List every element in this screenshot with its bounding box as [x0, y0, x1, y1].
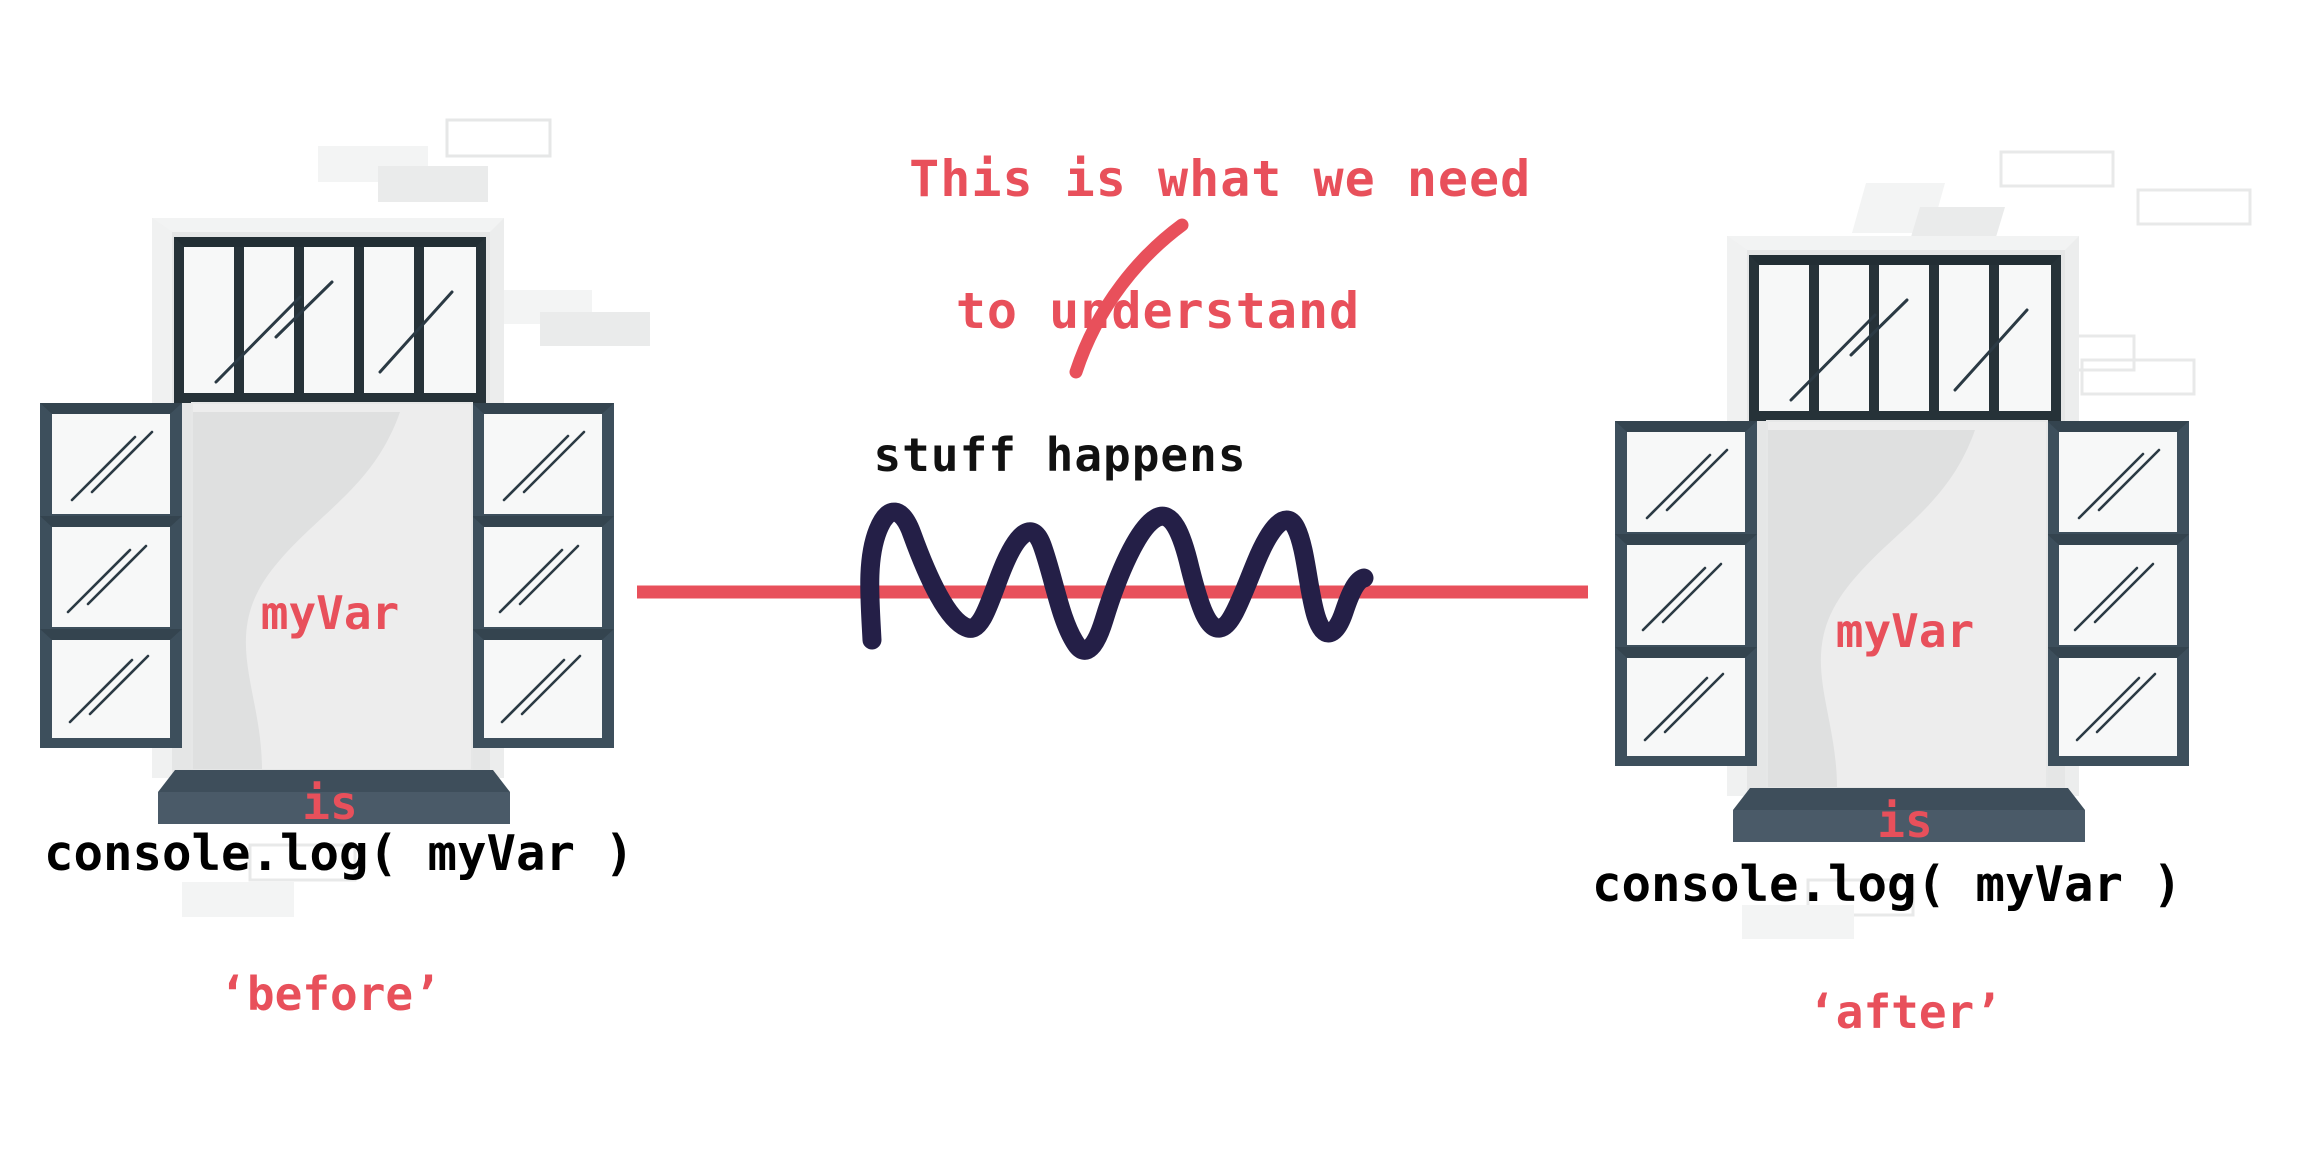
building-right-top-windows [1749, 255, 2061, 421]
building-right-wing-right [2047, 421, 2189, 766]
wing-pane [1615, 647, 1757, 756]
wing-pane [472, 403, 614, 514]
wing-pane [40, 629, 182, 738]
building-left-wing-left [40, 403, 182, 748]
building-right [1615, 236, 2189, 842]
background-bricks-right [1742, 150, 2252, 939]
sign-text-right-line-1: myVar [1835, 603, 1975, 658]
wing-pane [40, 403, 182, 514]
wing-pane [472, 629, 614, 738]
wing-pane [40, 516, 182, 627]
sign-text-left-line-2: is [302, 776, 358, 831]
scene-vector-layer [40, 118, 2252, 939]
pointer-arrow-icon [1069, 218, 1189, 379]
building-left-top-windows [174, 237, 486, 403]
illustration-canvas: This is what we need to understand stuff… [0, 80, 2316, 1039]
building-left-base [158, 770, 510, 824]
headline: This is what we need to understand [0, 80, 2316, 476]
sign-text-left-line-1: myVar [260, 585, 400, 640]
wing-pane [2047, 647, 2189, 756]
building-left [40, 218, 614, 824]
squiggle-wave [860, 502, 1374, 660]
caption-left: console.log( myVar ) [44, 825, 635, 882]
wing-pane [2047, 534, 2189, 645]
building-right-base [1733, 788, 2085, 842]
caption-right: console.log( myVar ) [1592, 856, 2183, 913]
sign-text-right-line-2: is [1877, 794, 1933, 849]
stuff-happens-label: stuff happens [873, 428, 1247, 482]
building-left-wing-right [472, 403, 614, 748]
building-left-sign-panel [191, 402, 473, 771]
wing-pane [1615, 421, 1757, 532]
building-right-wing-left [1615, 421, 1757, 766]
sign-text-right-line-3: ‘after’ [1808, 984, 2002, 1039]
headline-line-1: This is what we need [909, 150, 1532, 208]
building-right-sign-panel [1766, 420, 2048, 789]
wing-pane [2047, 421, 2189, 532]
sign-text-left: myVar is ‘before’ [200, 455, 460, 1153]
headline-line-2: to understand [955, 282, 1361, 340]
sign-text-left-line-3: ‘before’ [219, 966, 441, 1021]
background-bricks-left [128, 118, 650, 917]
wing-pane [472, 516, 614, 627]
wing-pane [1615, 534, 1757, 645]
sign-text-right: myVar is ‘after’ [1775, 473, 2035, 1171]
